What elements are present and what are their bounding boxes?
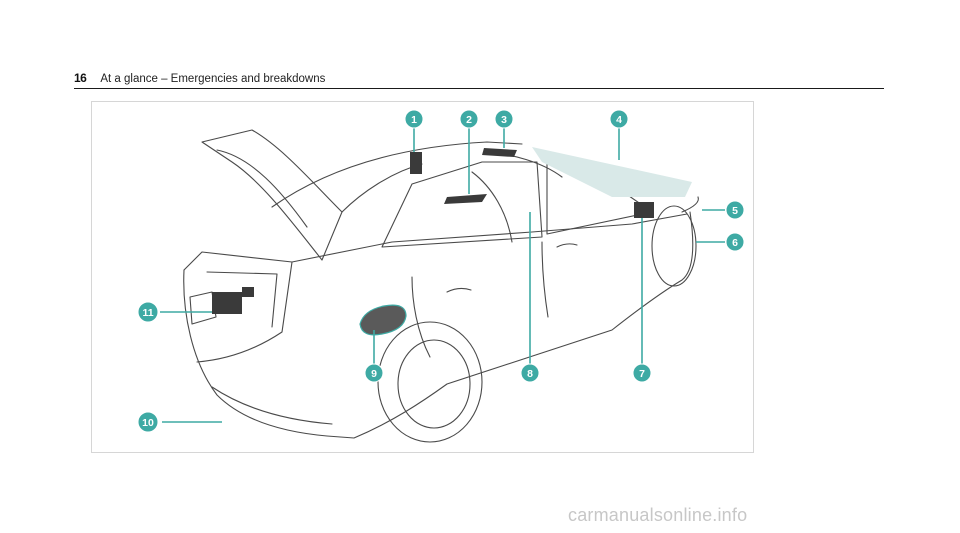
svg-text:8: 8 (527, 368, 533, 380)
component-marker-7 (634, 202, 654, 218)
component-marker-1 (410, 152, 422, 174)
page-header: 16 At a glance – Emergencies and breakdo… (74, 71, 325, 85)
svg-text:6: 6 (732, 237, 738, 249)
callout-9: 9 (364, 363, 384, 383)
section-title: At a glance – Emergencies and breakdowns (100, 73, 326, 85)
callout-11: 11 (137, 301, 159, 323)
fuel-filler-flap (359, 304, 407, 336)
svg-text:10: 10 (142, 417, 154, 429)
component-marker-3 (482, 148, 517, 157)
callout-3: 3 (494, 109, 514, 129)
callout-6: 6 (725, 232, 745, 252)
callout-2: 2 (459, 109, 479, 129)
callout-leaders (160, 128, 725, 423)
svg-text:7: 7 (639, 368, 645, 380)
header-divider (74, 88, 884, 89)
component-marker-2 (444, 194, 487, 204)
svg-text:4: 4 (616, 114, 622, 126)
callout-8: 8 (520, 363, 540, 383)
svg-text:5: 5 (732, 205, 738, 217)
component-marker-11b (242, 287, 254, 297)
svg-text:9: 9 (371, 368, 377, 380)
watermark-text: carmanualsonline.info (568, 505, 748, 525)
svg-text:3: 3 (501, 114, 507, 126)
svg-text:11: 11 (142, 307, 153, 319)
callout-7: 7 (632, 363, 652, 383)
component-marker-11 (212, 292, 242, 314)
vehicle-overview-figure: 1 2 3 4 5 6 7 8 9 10 11 (91, 101, 754, 453)
vehicle-illustration: 1 2 3 4 5 6 7 8 9 10 11 (137, 109, 745, 443)
svg-text:1: 1 (411, 114, 417, 126)
callout-10: 10 (137, 411, 159, 433)
callout-badges: 1 2 3 4 5 6 7 8 9 10 11 (137, 109, 745, 433)
callout-4: 4 (609, 109, 629, 129)
callout-5: 5 (725, 200, 745, 220)
callout-1: 1 (404, 109, 424, 129)
windshield-highlight (532, 147, 692, 197)
page-number: 16 (74, 71, 87, 85)
svg-text:2: 2 (466, 114, 472, 126)
